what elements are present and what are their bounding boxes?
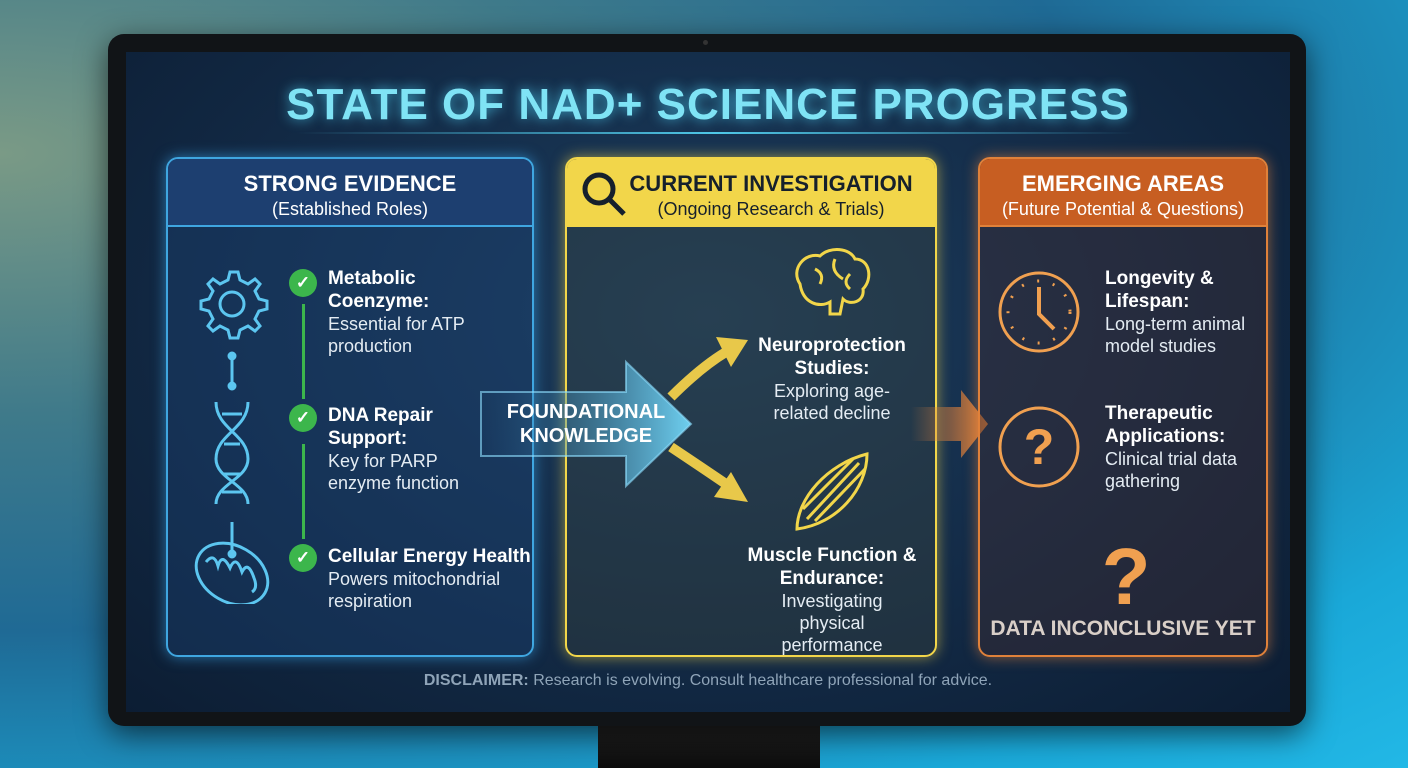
list-item: Therapeutic Applications: Clinical trial…	[1105, 402, 1265, 492]
item-desc: Exploring age-related decline	[773, 381, 891, 423]
inconclusive-label: DATA INCONCLUSIVE YET	[990, 617, 1256, 640]
panel-header: CURRENT INVESTIGATION (Ongoing Research …	[567, 159, 935, 227]
list-item: Muscle Function & Endurance: Investigati…	[727, 544, 935, 655]
question-mark-icon: ?	[1102, 534, 1151, 614]
emerging-areas-panel: EMERGING AREAS (Future Potential & Quest…	[978, 157, 1268, 657]
emerging-arrow	[911, 390, 988, 458]
panel-heading: STRONG EVIDENCE	[243, 171, 457, 196]
list-item: Metabolic Coenzyme: Essential for ATP pr…	[328, 267, 498, 357]
check-icon: ✓	[289, 269, 317, 297]
disclaimer-label: DISCLAIMER:	[423, 672, 529, 689]
panel-heading: CURRENT INVESTIGATION	[629, 171, 913, 196]
check-icon: ✓	[289, 404, 317, 432]
item-desc: Investigating physical performance	[781, 591, 883, 655]
strong-evidence-panel: STRONG EVIDENCE (Established Roles) ✓ ✓ …	[166, 157, 534, 657]
item-title: Longevity & Lifespan:	[1105, 268, 1214, 312]
timeline-line	[302, 444, 305, 539]
panel-subheading: (Ongoing Research & Trials)	[657, 199, 885, 219]
timeline-line	[302, 304, 305, 399]
arrow-up-icon	[667, 347, 729, 401]
item-desc: Key for PARP enzyme function	[328, 451, 460, 493]
list-item: Cellular Energy Health: Powers mitochond…	[328, 545, 534, 612]
item-title: Therapeutic Applications:	[1105, 403, 1226, 447]
item-title: Metabolic Coenzyme:	[328, 268, 430, 312]
item-title: DNA Repair Support:	[328, 405, 433, 449]
foundational-arrow	[480, 359, 693, 489]
svg-text:?: ?	[1024, 419, 1055, 475]
panel-header: STRONG EVIDENCE (Established Roles)	[168, 159, 532, 227]
item-title: Cellular Energy Health:	[328, 546, 534, 567]
item-desc: Essential for ATP production	[328, 314, 465, 356]
svg-text:?: ?	[1102, 534, 1151, 614]
panel-header: EMERGING AREAS (Future Potential & Quest…	[980, 159, 1266, 227]
question-circle-icon: ?	[998, 406, 1080, 488]
mitochondria-icon	[194, 541, 270, 604]
item-title: Neuroprotection Studies:	[758, 335, 906, 379]
item-title: Muscle Function & Endurance:	[747, 545, 917, 589]
arrow-down-icon	[668, 442, 729, 489]
webcam	[703, 40, 708, 45]
item-desc: Powers mitochondrial respiration	[328, 569, 501, 611]
magnifier-icon	[582, 172, 626, 216]
item-desc: Clinical trial data gathering	[1105, 449, 1238, 491]
panel-subheading: (Future Potential & Questions)	[1001, 199, 1245, 219]
item-desc: Long-term animal model studies	[1105, 314, 1246, 356]
clock-icon	[998, 271, 1080, 353]
page-title: STATE OF NAD+ SCIENCE PROGRESS	[286, 80, 1130, 129]
disclaimer-text: Research is evolving. Consult healthcare…	[528, 672, 993, 689]
title-divider	[296, 132, 1136, 134]
panel-heading: EMERGING AREAS	[1021, 171, 1225, 196]
list-item: Longevity & Lifespan: Long-term animal m…	[1105, 267, 1265, 357]
monitor-stand	[598, 722, 820, 768]
gear-icon	[199, 270, 269, 340]
brain-icon	[795, 248, 871, 316]
gear-dna-mitochondria-icons	[194, 270, 270, 604]
list-item: DNA Repair Support: Key for PARP enzyme …	[328, 404, 498, 494]
flow-arrows	[480, 337, 988, 502]
foundational-knowledge-label: FOUNDATIONAL KNOWLEDGE	[506, 401, 666, 447]
disclaimer: DISCLAIMER: Research is evolving. Consul…	[126, 672, 1290, 690]
dna-icon	[214, 401, 250, 505]
panel-subheading: (Established Roles)	[271, 199, 429, 219]
monitor-screen: STATE OF NAD+ SCIENCE PROGRESS STRONG EV…	[126, 52, 1290, 712]
muscle-icon	[795, 452, 869, 531]
check-icon: ✓	[289, 544, 317, 572]
list-item: Neuroprotection Studies: Exploring age-r…	[732, 334, 932, 424]
